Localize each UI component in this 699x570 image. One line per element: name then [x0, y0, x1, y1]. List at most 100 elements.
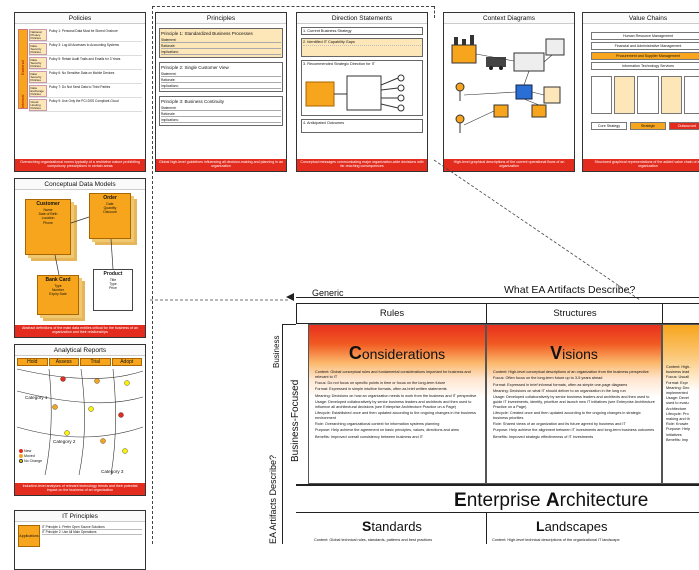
principle-title: Principle 3: Business Continuity	[161, 99, 225, 104]
card-title: Analytical Reports	[15, 345, 145, 356]
cell-lifecycle: Lifecycle: Created once and then updated…	[493, 411, 641, 420]
describe-side-label: EA Artifacts Describe?	[268, 454, 278, 544]
arrow-left-icon	[286, 293, 294, 301]
partial-line: Usage: Devel	[666, 396, 689, 401]
standards-title: Standards	[362, 518, 422, 534]
legend-new: New	[19, 449, 42, 454]
direction-item: 4. Anticipated Outcomes	[301, 119, 423, 133]
itprinciples-card: IT Principles Applications IT Principle …	[14, 510, 146, 570]
landscapes-title: Landscapes	[536, 518, 608, 534]
principle-field: Rationale:	[161, 44, 281, 49]
policy-row-label: Data Security Policies	[29, 71, 47, 83]
policy-row-label: Data Exchange Policies	[29, 85, 47, 97]
considerations-cell: Considerations Content: Global conceptua…	[308, 324, 486, 484]
direction-item-label: 3. Recommended Strategic Direction for I…	[303, 62, 375, 66]
visions-title: Visions	[550, 343, 598, 363]
principle-field: Statement:	[161, 38, 281, 43]
entity-name: Order	[103, 195, 117, 201]
cell-format: Format: Expressed in brief informal form…	[493, 382, 628, 387]
card-title: Policies	[15, 13, 145, 24]
policy-row-label: Data Security Policies	[29, 57, 47, 69]
cell-content: Content: Global conceptual rules and fun…	[315, 370, 471, 379]
what-heading: What EA Artifacts Describe?	[504, 284, 636, 296]
entity-attrs: Date Quantity Discount	[103, 202, 117, 215]
direction-diagram	[305, 74, 405, 112]
partial-line: Role: Knowle	[666, 422, 689, 427]
principle-box: Principle 1: Standardized Business Proce…	[159, 28, 283, 58]
value-row: Information Technology Services	[591, 62, 699, 70]
partial-line: Format: Expr	[666, 380, 688, 385]
legend-nochange: No Change	[19, 459, 42, 464]
partial-line: Lifecycle: Pro	[666, 411, 689, 416]
principles-card: Principles Principle 1: Standardized Bus…	[155, 12, 287, 172]
standards-content: Content: Global technical rules, standar…	[314, 538, 433, 542]
business-label: Business	[272, 335, 281, 368]
partial-line: Content: High-	[666, 365, 691, 369]
card-title: Conceptual Data Models	[15, 179, 145, 190]
itp-row: IT Principle 2: Use All Main Operations	[42, 530, 142, 535]
card-title: Context Diagrams	[444, 13, 574, 24]
value-legend-core: Core Strategy	[591, 122, 627, 130]
policy-row-text: Policy 5: Retain Audit Trails and Emails…	[49, 57, 121, 61]
group-label-internal: Internal	[20, 94, 25, 108]
value-row: Financial and Administrative Management	[591, 42, 699, 50]
cell-lifecycle: Lifecycle: Established once and then upd…	[315, 411, 476, 420]
partial-line: making and th	[666, 417, 690, 422]
partial-line: Focus: Usuall	[666, 375, 690, 380]
card-title: Principles	[156, 13, 286, 24]
ea-title: Enterprise Architecture	[454, 490, 649, 511]
context-diagram	[451, 35, 565, 133]
cell-meaning: Meaning: Decisions on what IT should del…	[493, 388, 626, 393]
direction-item: 3. Recommended Strategic Direction for I…	[301, 60, 423, 116]
partial-line: Benefits: Imp	[666, 437, 689, 442]
card-title: IT Principles	[15, 511, 145, 522]
direction-card: Direction Statements 1. Current Business…	[296, 12, 428, 172]
principle-field: Statement:	[161, 72, 281, 77]
principle-field: Statement:	[161, 106, 281, 111]
policy-row-label: Data Security Policies	[29, 43, 47, 55]
partial-line: Purpose: Help	[666, 427, 691, 432]
value-legend-outsourced: Outsourced	[669, 122, 699, 130]
cell-usage: Usage: Developed collaboratively by seni…	[493, 395, 655, 409]
itp-row: IT Principle 1: Prefer Open Source Solut…	[42, 525, 142, 530]
cell-role: Role: Overarching organizational context…	[315, 422, 440, 427]
landscapes-content: Content: High-level technical descriptio…	[492, 538, 620, 542]
cell-usage: Usage: Developed collaboratively by seni…	[315, 399, 472, 409]
policy-row-text: Policy 1: Personal Data Must be Stored O…	[49, 29, 118, 33]
entity-name: Product	[103, 271, 123, 277]
cell-purpose: Purpose: Help achieve the agreement on b…	[315, 428, 459, 433]
principle-field: Rationale:	[161, 78, 281, 83]
principle-title: Principle 2: Single Customer View	[161, 65, 229, 70]
category-label: Category 3	[101, 469, 124, 474]
cell-focus: Focus: Often focus on the long-term futu…	[493, 376, 603, 381]
visions-cell: Visions Content: High-level conceptual d…	[486, 324, 662, 484]
cell-benefits: Benefits: Improved strategic effectivene…	[493, 434, 594, 439]
policy-row-text: Policy 9: Use Only the PCI-DSS Compliant…	[49, 99, 119, 103]
group-label-external: External	[20, 60, 25, 75]
column-rules: Rules	[379, 308, 405, 319]
card-caption: Inductive-level analyses of relevant tec…	[15, 483, 145, 495]
partial-line: used to evalu	[666, 401, 689, 406]
policies-card: Policies External Internal National Priv…	[14, 12, 146, 172]
generic-label: Generic	[312, 288, 344, 298]
card-caption: Abstract definitions of the main data en…	[15, 325, 145, 337]
policy-row-label: National Privacy Policies	[29, 29, 47, 41]
entity-attrs: Name Date of Birth Location Phone	[38, 208, 58, 225]
radar-column: Assess	[48, 358, 79, 366]
category-label: Category 2	[53, 439, 76, 444]
card-caption: Conceptual messages communicating major …	[297, 159, 427, 171]
partial-line: initiatives	[666, 432, 682, 437]
analytical-radar	[16, 368, 144, 476]
policy-row-label: Cloud Hosting Policies	[29, 99, 47, 111]
